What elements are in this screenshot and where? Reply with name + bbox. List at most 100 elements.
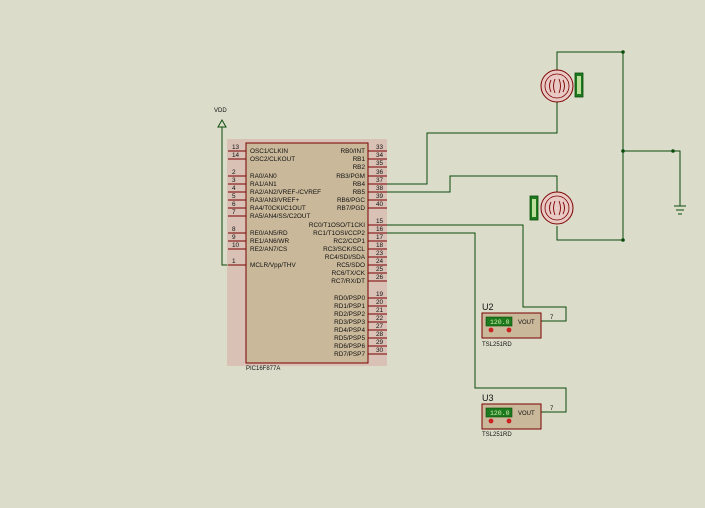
vdd-label: VDD [214, 108, 227, 114]
sensor-terminal-icon [488, 327, 494, 333]
mcu-pin-label: RA5/AN4/SS/C2OUT [250, 213, 310, 220]
sensor-display [485, 316, 513, 327]
mcu-pin-number: 27 [376, 323, 384, 330]
mcu-pin-number: 13 [232, 144, 240, 151]
mcu-pin-number: 35 [376, 160, 384, 167]
mcu-pin-label: RA4/T0CKI/C1OUT [250, 205, 306, 212]
mcu-pin-number: 8 [232, 226, 236, 233]
mcu-pin-label: RD0/PSP0 [334, 295, 365, 302]
mcu-pin-label: RC5/SDO [337, 262, 365, 269]
mcu-pin-label: RC6/TX/CK [332, 270, 366, 277]
mcu-pin-number: 17 [376, 234, 384, 241]
sensor-terminal-icon [488, 418, 494, 424]
mcu-pin-label: RE0/AN5/RD [250, 230, 288, 237]
junction-dot [621, 149, 625, 153]
ground-symbol[interactable] [674, 205, 686, 215]
mcu-pin-number: 2 [232, 169, 236, 176]
mcu-pin-number: 28 [376, 331, 384, 338]
mcu-pin-label: RB5 [353, 189, 366, 196]
mcu-pin-number: 6 [232, 201, 236, 208]
mcu-pin-number: 38 [376, 185, 384, 192]
mcu-pin-number: 1 [232, 258, 236, 265]
stepper-motor-1[interactable] [540, 69, 584, 103]
mcu-pin-number: 33 [376, 144, 384, 151]
vdd-terminal[interactable]: VDD [214, 108, 227, 128]
mcu-pin-label: RA0/AN0 [250, 173, 277, 180]
power-arrow-icon [217, 118, 227, 128]
microcontroller[interactable]: 13OSC1/CLKIN14OSC2/CLKOUT2RA0/AN03RA1/AN… [227, 139, 387, 372]
mcu-pin-number: 18 [376, 242, 384, 249]
mcu-pin-label: OSC2/CLKOUT [250, 156, 295, 163]
mcu-pin-label: RE2/AN7/CS [250, 246, 287, 253]
wire-rc0-u2 [370, 224, 567, 322]
sensor-terminal-icon [506, 418, 512, 424]
mcu-pin-number: 20 [376, 299, 384, 306]
mcu-pin-number: 34 [376, 152, 384, 159]
wire-rc1-u3 [370, 232, 567, 413]
mcu-pin-number: 40 [376, 201, 384, 208]
wire-motor1-top [556, 51, 624, 241]
mcu-pin-number: 23 [376, 250, 384, 257]
mcu-pin-number: 10 [232, 242, 240, 249]
motor-display-face [532, 199, 536, 217]
mcu-pin-label: RB2 [353, 164, 366, 171]
mcu-pin-label: RA3/AN3/VREF+ [250, 197, 299, 204]
mcu-pin-label: RB1 [353, 156, 366, 163]
sensor-u3[interactable]: U3 120.0 VOUT 7 TSL251RD [481, 393, 554, 438]
mcu-pin-label: RB0/INT [340, 148, 365, 155]
sensor-u2[interactable]: U2 120.0 VOUT 7 TSL251RD [481, 302, 554, 348]
mcu-pin-number: 3 [232, 177, 236, 184]
mcu-pin-number: 30 [376, 347, 384, 354]
mcu-pin-label: RD3/PSP3 [334, 319, 365, 326]
junction-dot [621, 50, 625, 54]
wire-rb4-motor1 [370, 86, 558, 185]
mcu-pin-number: 9 [232, 234, 236, 241]
mcu-pin-label: RD2/PSP2 [334, 311, 365, 318]
wire-ground [623, 150, 681, 206]
mcu-pin-label: RD7/PSP7 [334, 351, 365, 358]
mcu-left-pins: 13OSC1/CLKIN14OSC2/CLKOUT2RA0/AN03RA1/AN… [228, 144, 321, 269]
mcu-part-label: PIC16F877A [246, 366, 280, 372]
motor-ring [544, 195, 570, 221]
mcu-pin-number: 14 [232, 152, 240, 159]
mcu-pin-number: 21 [376, 307, 384, 314]
mcu-pin-number: 26 [376, 274, 384, 281]
mcu-pin-number: 19 [376, 291, 384, 298]
mcu-pin-number: 4 [232, 185, 236, 192]
mcu-pin-label: RA1/AN1 [250, 181, 277, 188]
junction-dot [671, 149, 675, 153]
sensor-out-pin: 7 [550, 315, 554, 321]
junction-dot [621, 238, 625, 242]
mcu-pin-label: RC3/SCK/SCL [323, 246, 365, 253]
mcu-pin-number: 36 [376, 169, 384, 176]
stepper-motor-2[interactable] [529, 191, 574, 225]
sensor-part: TSL251RD [482, 432, 512, 438]
mcu-body [245, 142, 369, 364]
mcu-pin-label: RC4/SDI/SDA [325, 254, 366, 261]
mcu-pin-number: 15 [376, 218, 384, 225]
mcu-pin-label: RC7/RX/DT [331, 278, 365, 285]
mcu-pin-number: 29 [376, 339, 384, 346]
sensor-display-value: 120.0 [490, 319, 510, 326]
sensor-out-label: VOUT [518, 411, 535, 417]
motor-coil-icon [549, 78, 565, 94]
mcu-pin-label: OSC1/CLKIN [250, 148, 288, 155]
mcu-pin-number: 39 [376, 193, 384, 200]
sensor-display-value: 120.0 [490, 410, 510, 417]
mcu-pin-label: RB6/PGC [337, 197, 365, 204]
motor-ring [544, 73, 570, 99]
mcu-pin-label: RD5/PSP5 [334, 335, 365, 342]
wire-rb5-motor2 [370, 175, 558, 193]
sensor-terminal-icon [506, 327, 512, 333]
mcu-pin-number: 37 [376, 177, 384, 184]
mcu-pin-label: RB3/PGM [336, 173, 365, 180]
mcu-pin-label: MCLR/Vpp/THV [250, 262, 297, 269]
sensor-ref: U2 [482, 302, 494, 312]
sensor-out-pin: 7 [550, 406, 554, 412]
mcu-pin-number: 22 [376, 315, 384, 322]
mcu-pin-label: RB4 [353, 181, 366, 188]
sensor-part: TSL251RD [482, 342, 512, 348]
mcu-pin-label: RC0/T1OSO/T1CKI [309, 222, 365, 229]
